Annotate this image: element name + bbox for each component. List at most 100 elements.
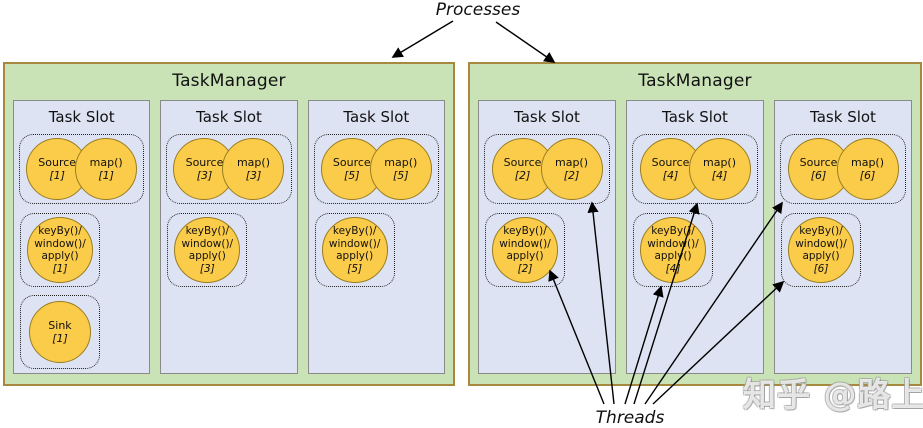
- operator-group-source-map: Source [5] map() [5]: [313, 134, 439, 204]
- operator-group-source-map: Source [1] map() [1]: [19, 134, 145, 204]
- map-task-circle: map() [3]: [222, 138, 285, 200]
- task-slot-title: Task Slot: [662, 108, 728, 126]
- keyby-line2: window()/: [795, 237, 847, 250]
- keyby-task-circle: keyBy()/ window()/ apply() [3]: [174, 217, 241, 283]
- task-slot-3: Task Slot Source [6] map() [6] keyBy()/ …: [774, 100, 912, 374]
- map-task-circle: map() [1]: [75, 138, 138, 200]
- sink-label: Sink: [48, 319, 72, 332]
- threads-label: Threads: [595, 408, 665, 428]
- keyby-index: [1]: [52, 262, 68, 275]
- processes-label: Processes: [435, 0, 521, 20]
- map-task-circle: map() [4]: [688, 138, 751, 200]
- keyby-task-circle: keyBy()/ window()/ apply() [5]: [321, 217, 388, 283]
- map-label: map(): [89, 156, 123, 169]
- operator-group-source-map: Source [2] map() [2]: [484, 134, 610, 204]
- keyby-line3: apply(): [506, 250, 544, 262]
- map-label: map(): [236, 156, 270, 169]
- map-task-circle: map() [5]: [369, 138, 432, 200]
- task-slot-row: Task Slot Source [1] map() [1] keyBy()/ …: [5, 98, 453, 374]
- map-index: [3]: [245, 169, 262, 182]
- source-index: [3]: [196, 169, 213, 182]
- source-label: Source: [503, 156, 542, 169]
- map-label: map(): [850, 156, 885, 169]
- sink-task-circle: Sink [1]: [29, 301, 91, 363]
- taskmanager-title: TaskManager: [172, 71, 286, 91]
- source-label: Source: [332, 156, 371, 169]
- task-slot-title: Task Slot: [196, 108, 262, 126]
- keyby-index: [2]: [517, 262, 533, 275]
- keyby-index: [5]: [347, 262, 363, 275]
- source-index: [1]: [49, 169, 65, 182]
- operator-group-source-map: Source [4] map() [4]: [632, 134, 758, 204]
- operator-group-keyby: keyBy()/ window()/ apply() [1]: [20, 213, 100, 287]
- keyby-index: [3]: [199, 262, 215, 275]
- keyby-index: [6]: [813, 262, 829, 275]
- source-task-circle: Source [1]: [26, 138, 89, 200]
- task-slot-title: Task Slot: [48, 108, 115, 126]
- map-task-circle: map() [2]: [540, 138, 603, 200]
- task-slot-title: Task Slot: [514, 108, 580, 126]
- keyby-line2: window()/: [181, 237, 234, 250]
- map-task-circle: map() [6]: [836, 138, 899, 200]
- taskmanager-2: TaskManager Task Slot Source [2] map() […: [468, 62, 922, 386]
- process-arrow-left: [391, 20, 454, 58]
- map-label: map(): [384, 156, 418, 169]
- sink-index: [1]: [52, 332, 68, 345]
- operator-group-source-map: Source [6] map() [6]: [780, 134, 906, 204]
- operator-group-keyby: keyBy()/ window()/ apply() [3]: [167, 213, 248, 287]
- source-index: [2]: [514, 169, 531, 182]
- source-task-circle: Source [5]: [320, 138, 383, 200]
- keyby-line3: apply(): [336, 250, 374, 262]
- keyby-line3: apply(): [654, 250, 692, 262]
- source-label: Source: [651, 156, 690, 169]
- keyby-line1: keyBy()/: [38, 225, 82, 237]
- task-slot-title: Task Slot: [343, 108, 410, 126]
- operator-group-sink: Sink [1]: [20, 295, 100, 369]
- operator-group-keyby: keyBy()/ window()/ apply() [4]: [633, 213, 713, 287]
- map-index: [4]: [711, 169, 728, 182]
- keyby-line1: keyBy()/: [799, 225, 843, 237]
- keyby-line2: window()/: [328, 237, 381, 250]
- source-index: [4]: [662, 169, 679, 182]
- source-label: Source: [799, 156, 838, 169]
- operator-group-keyby: keyBy()/ window()/ apply() [2]: [485, 213, 565, 287]
- keyby-task-circle: keyBy()/ window()/ apply() [4]: [640, 217, 706, 283]
- keyby-task-circle: keyBy()/ window()/ apply() [1]: [27, 217, 93, 283]
- keyby-line3: apply(): [41, 250, 79, 262]
- task-slot-title: Task Slot: [810, 108, 876, 126]
- map-index: [2]: [563, 169, 580, 182]
- task-slot-2: Task Slot Source [3] map() [3] keyBy()/ …: [160, 100, 298, 374]
- keyby-line1: keyBy()/: [503, 225, 547, 237]
- task-slot-3: Task Slot Source [5] map() [5] keyBy()/ …: [307, 100, 445, 374]
- task-slot-1: Task Slot Source [2] map() [2] keyBy()/ …: [478, 100, 616, 374]
- keyby-line2: window()/: [34, 237, 86, 250]
- keyby-line1: keyBy()/: [651, 225, 695, 237]
- operator-group-source-map: Source [3] map() [3]: [166, 134, 292, 204]
- map-index: [5]: [393, 169, 409, 182]
- watermark: 知乎 @路上: [743, 375, 923, 414]
- source-label: Source: [38, 156, 77, 169]
- keyby-line1: keyBy()/: [332, 225, 377, 237]
- taskmanager-1: TaskManager Task Slot Source [1] map() […: [3, 62, 455, 386]
- source-label: Source: [185, 156, 224, 169]
- task-slot-1: Task Slot Source [1] map() [1] keyBy()/ …: [13, 100, 151, 374]
- keyby-task-circle: keyBy()/ window()/ apply() [6]: [788, 217, 854, 283]
- taskmanager-title: TaskManager: [638, 71, 752, 91]
- keyby-line3: apply(): [188, 250, 226, 262]
- source-task-circle: Source [6]: [787, 138, 850, 200]
- map-index: [6]: [859, 169, 876, 182]
- source-index: [5]: [344, 169, 360, 182]
- process-arrow-right: [495, 21, 556, 63]
- keyby-task-circle: keyBy()/ window()/ apply() [2]: [492, 217, 558, 283]
- keyby-line1: keyBy()/: [185, 225, 230, 237]
- task-slot-2: Task Slot Source [4] map() [4] keyBy()/ …: [626, 100, 764, 374]
- keyby-line2: window()/: [499, 237, 551, 250]
- task-slot-row: Task Slot Source [2] map() [2] keyBy()/ …: [470, 98, 920, 374]
- operator-group-keyby: keyBy()/ window()/ apply() [6]: [781, 213, 861, 287]
- map-index: [1]: [98, 169, 114, 182]
- map-label: map(): [702, 156, 737, 169]
- keyby-line2: window()/: [647, 237, 699, 250]
- operator-group-keyby: keyBy()/ window()/ apply() [5]: [314, 213, 395, 287]
- keyby-index: [4]: [665, 262, 681, 275]
